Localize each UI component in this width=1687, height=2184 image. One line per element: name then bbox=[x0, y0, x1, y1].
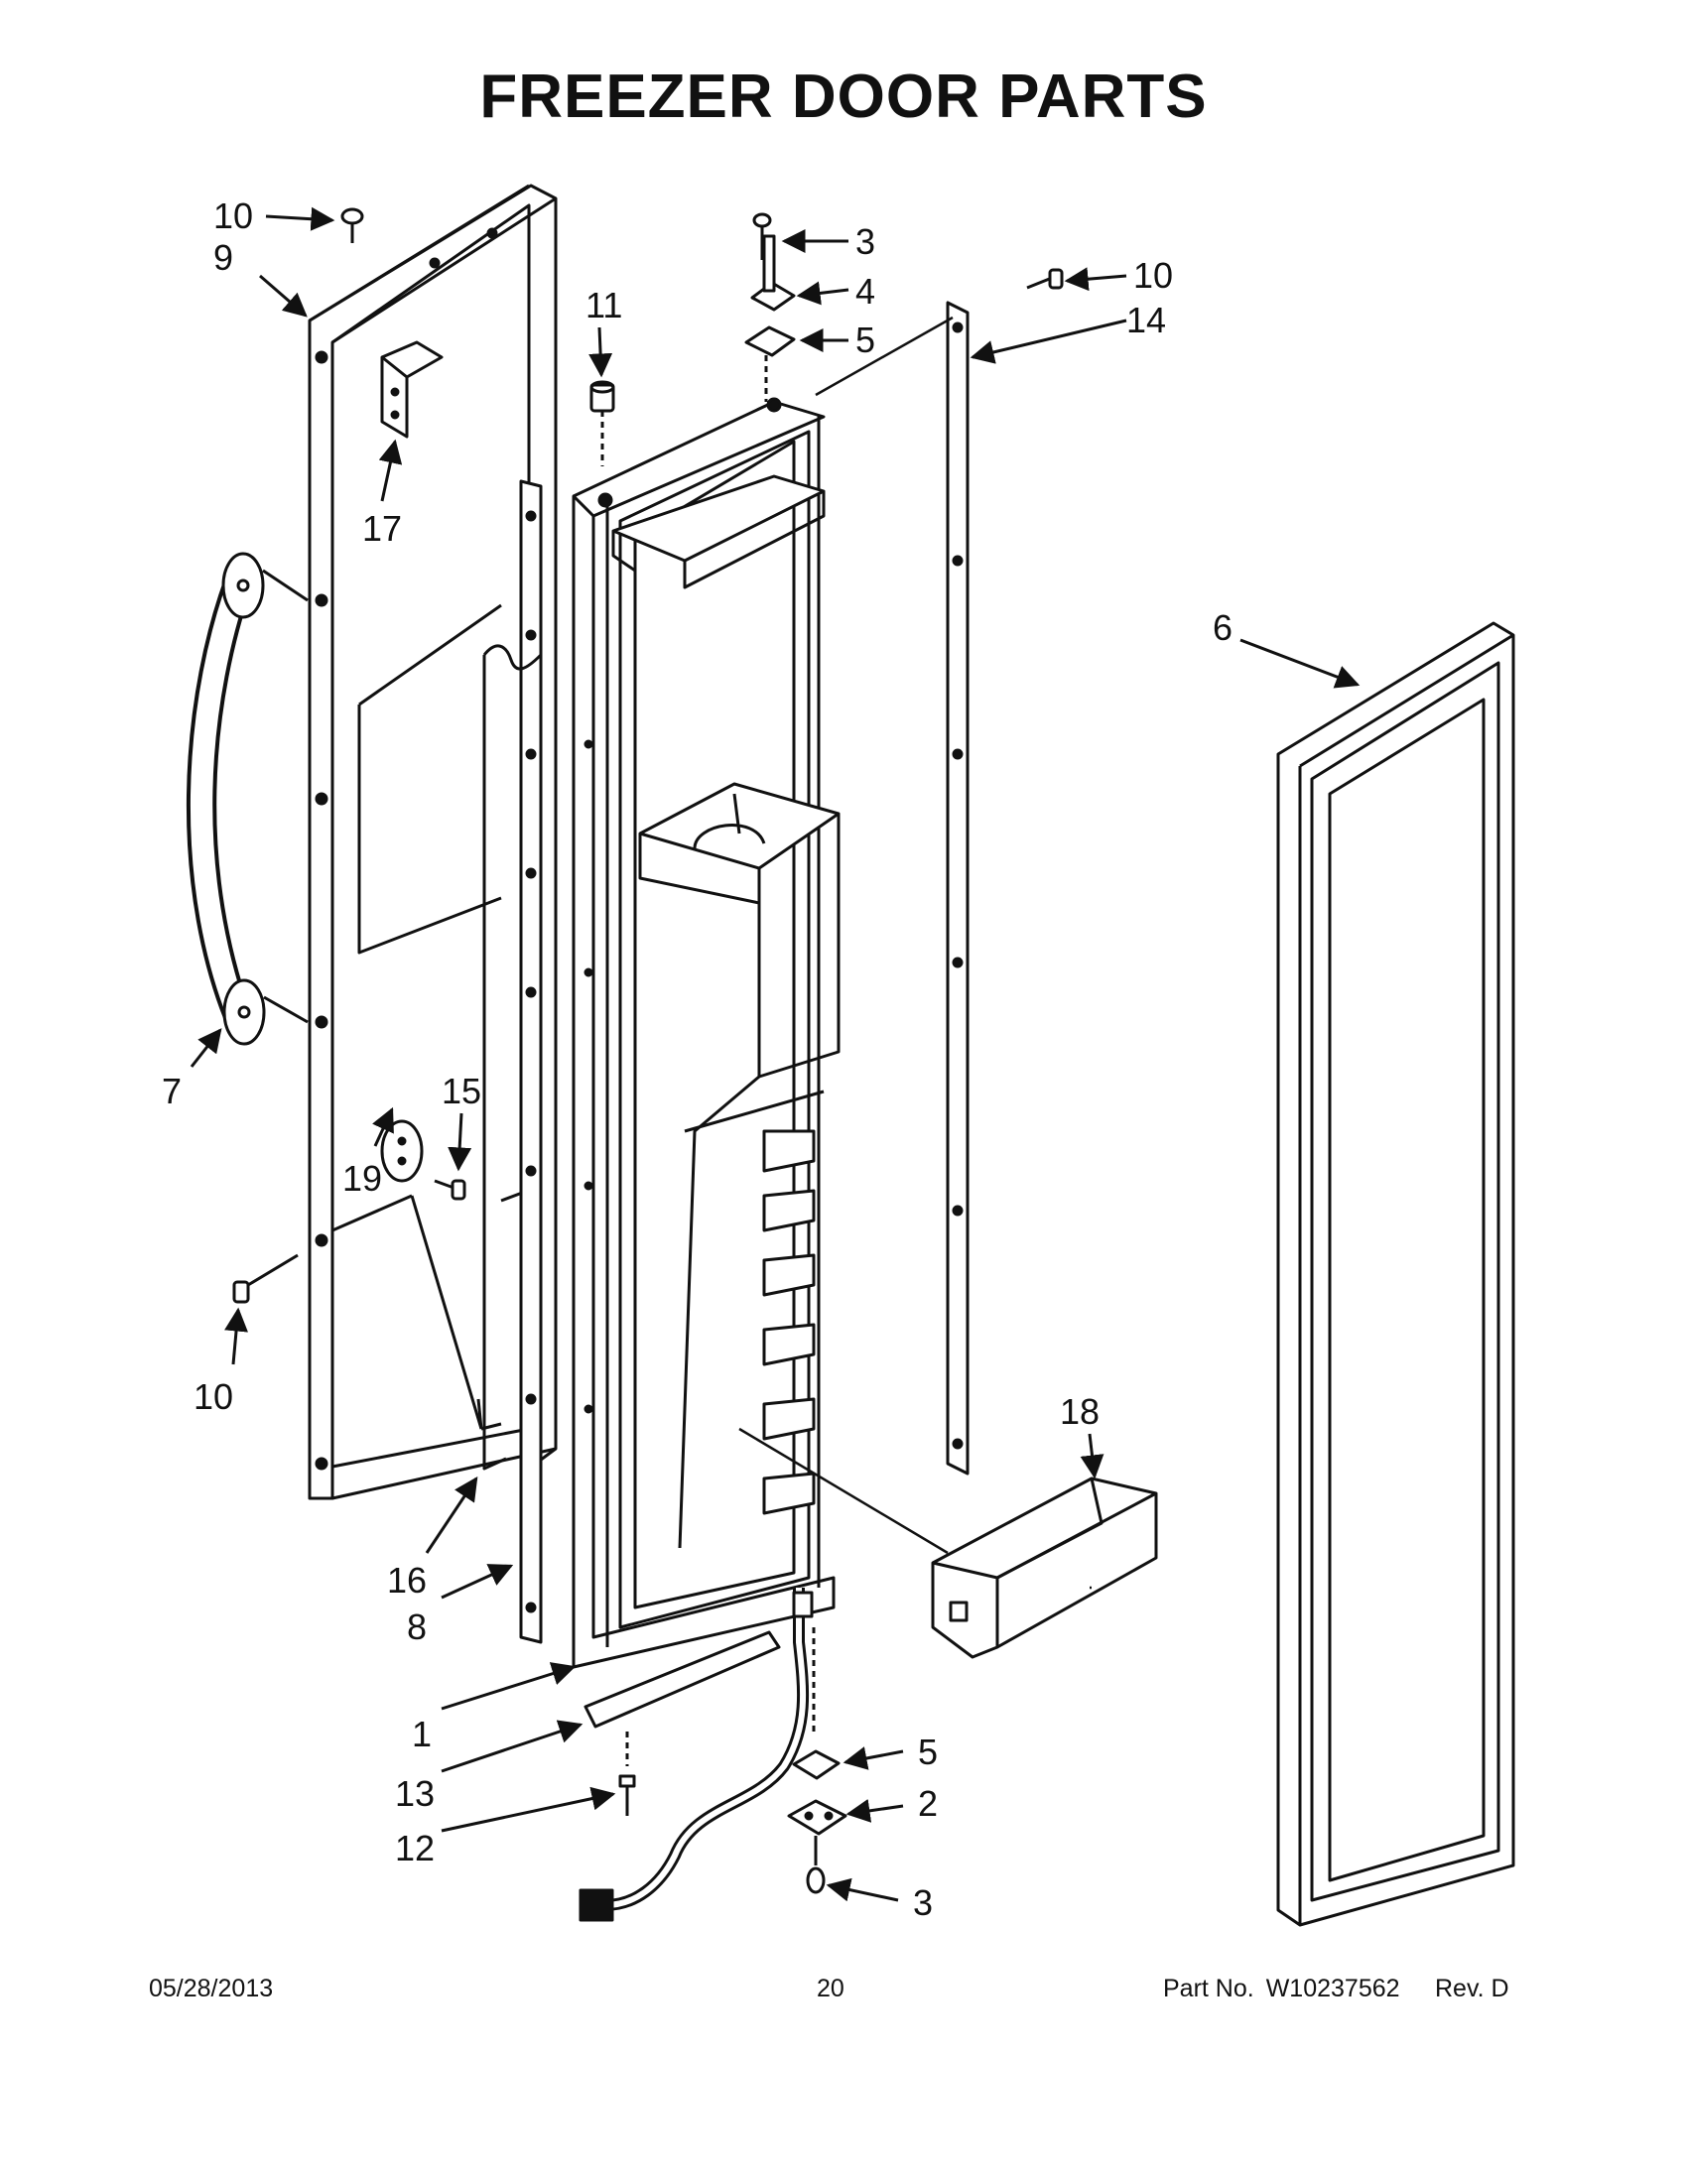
callout-14: 14 bbox=[1126, 300, 1166, 340]
leader-19 bbox=[372, 1106, 394, 1147]
callout-12: 12 bbox=[395, 1828, 435, 1868]
callout-4: 4 bbox=[855, 271, 875, 312]
liner-panel-lower bbox=[331, 1184, 542, 1431]
callout-10-right: 10 bbox=[1133, 255, 1173, 296]
callout-1: 1 bbox=[412, 1714, 432, 1754]
callout-19: 19 bbox=[342, 1158, 382, 1199]
part-14-trim-strip bbox=[946, 301, 970, 1476]
part-4-hinge-pin bbox=[750, 234, 796, 312]
part-10-screw-right bbox=[1026, 268, 1064, 290]
callout-6: 6 bbox=[1213, 607, 1233, 648]
callout-11: 11 bbox=[585, 285, 622, 325]
leader-8 bbox=[441, 1564, 514, 1600]
callout-18: 18 bbox=[1060, 1391, 1100, 1432]
leader-7 bbox=[190, 1028, 222, 1068]
part-10-screw-top-left bbox=[340, 207, 364, 243]
leader-14 bbox=[970, 319, 1127, 364]
callout-8: 8 bbox=[407, 1606, 427, 1647]
callout-13: 13 bbox=[395, 1773, 435, 1814]
part-12-screw bbox=[618, 1774, 636, 1816]
footer-page-number: 20 bbox=[817, 1975, 844, 2002]
footer-part-number: Part No. W10237562 bbox=[1163, 1975, 1400, 2003]
part-13-bottom-bracket bbox=[584, 1630, 781, 1729]
footer-part-label: Part No. bbox=[1163, 1975, 1254, 2002]
part-10-screw-lower-left bbox=[232, 1253, 299, 1304]
part-5-shim-bottom bbox=[792, 1749, 841, 1780]
leader-4 bbox=[796, 281, 849, 306]
callout-10-top: 10 bbox=[213, 195, 253, 236]
leader-3-bottom bbox=[826, 1877, 899, 1902]
callout-15: 15 bbox=[442, 1071, 481, 1111]
part-3-screw-bottom bbox=[806, 1836, 826, 1894]
callout-5-top: 5 bbox=[855, 320, 875, 360]
leader-15 bbox=[448, 1112, 472, 1172]
callout-10-lower: 10 bbox=[194, 1376, 233, 1417]
leader-10-lower bbox=[224, 1307, 248, 1365]
callout-16: 16 bbox=[387, 1560, 427, 1601]
part-15-screw bbox=[434, 1179, 466, 1201]
wire-harness bbox=[579, 1588, 814, 1922]
footer-part-value: W10237562 bbox=[1265, 1975, 1400, 2002]
leader-18 bbox=[1080, 1433, 1104, 1479]
part-1-door-assembly bbox=[572, 397, 841, 1669]
part-5-shim-top bbox=[744, 325, 796, 357]
part-7-handle bbox=[186, 552, 309, 1046]
part-16-panel bbox=[482, 644, 543, 1471]
part-17-bracket bbox=[380, 340, 444, 439]
callout-3-bottom: 3 bbox=[913, 1882, 933, 1923]
part-11-bushing bbox=[589, 380, 615, 413]
leader-12 bbox=[441, 1786, 616, 1833]
leader-6 bbox=[1239, 638, 1361, 689]
part-19-plate bbox=[380, 1119, 424, 1183]
callout-3-top: 3 bbox=[855, 221, 875, 262]
page-title: FREEZER DOOR PARTS bbox=[479, 63, 1208, 131]
leader-10-right bbox=[1064, 267, 1127, 292]
leader-1 bbox=[441, 1662, 577, 1711]
leader-11 bbox=[588, 326, 613, 378]
leader-13 bbox=[441, 1720, 584, 1773]
callout-17: 17 bbox=[362, 508, 402, 549]
part-18-bin bbox=[931, 1477, 1158, 1659]
leader-10-top bbox=[265, 206, 335, 231]
leader-5-bottom bbox=[843, 1746, 904, 1770]
callout-2: 2 bbox=[918, 1783, 938, 1824]
part-3-screw-top bbox=[752, 212, 772, 260]
callout-9: 9 bbox=[213, 237, 233, 278]
footer-date: 05/28/2013 bbox=[149, 1975, 274, 2002]
part-8-trim-strip bbox=[519, 479, 543, 1644]
leader-16 bbox=[425, 1477, 478, 1554]
part-2-bottom-hinge bbox=[787, 1799, 847, 1836]
callout-7: 7 bbox=[162, 1071, 182, 1111]
part-9-frame-trim bbox=[308, 184, 558, 1500]
leader-9 bbox=[259, 274, 308, 318]
part-6-gasket bbox=[1276, 621, 1515, 1927]
leader-17 bbox=[378, 439, 403, 502]
leader-2 bbox=[845, 1799, 904, 1823]
callout-5-bottom: 5 bbox=[918, 1732, 938, 1772]
liner-panel-upper bbox=[357, 603, 502, 955]
footer-revision: Rev. D bbox=[1435, 1975, 1509, 2002]
